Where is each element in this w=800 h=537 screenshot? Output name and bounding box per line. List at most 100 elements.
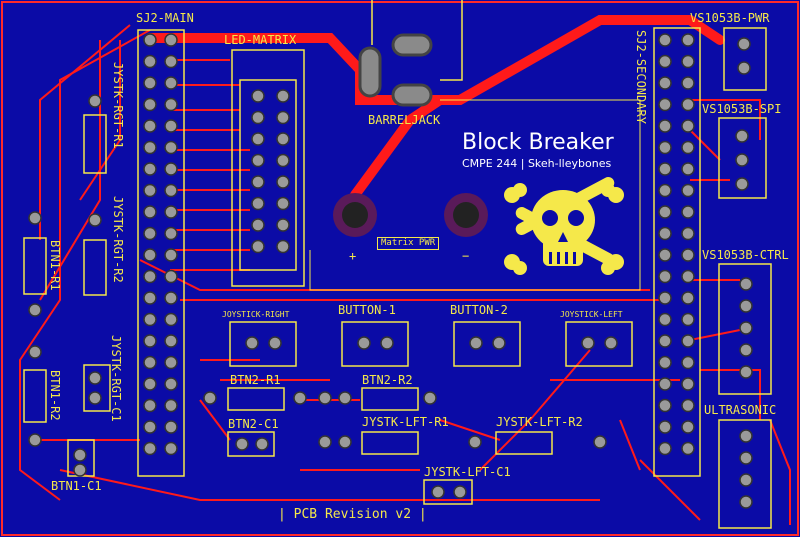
pad: [681, 441, 695, 456]
pad: [276, 218, 290, 232]
pad: [164, 441, 178, 456]
pad: [28, 303, 42, 317]
pad: [739, 299, 753, 313]
pad: [164, 377, 178, 391]
pad: [737, 37, 751, 51]
sj2-secondary-label: SJ2-SECONDARY: [634, 30, 648, 124]
pad: [431, 485, 445, 499]
pad: [251, 218, 265, 232]
pad: [143, 162, 157, 176]
pad: [143, 119, 157, 133]
joystick-left-label: JOYSTICK-LEFT: [560, 310, 623, 319]
pad: [164, 312, 178, 327]
pad: [739, 343, 753, 357]
pad: [143, 205, 157, 219]
pad: [73, 448, 87, 462]
pad: [681, 398, 695, 413]
pad: [681, 140, 695, 155]
btn2-r1-label: BTN2-R1: [230, 373, 281, 387]
pad: [658, 420, 672, 434]
pad: [681, 291, 695, 305]
pad: [164, 226, 178, 241]
pad: [88, 391, 102, 405]
pad: [658, 398, 672, 413]
pad: [681, 334, 695, 348]
sj2-main-header: [137, 29, 185, 477]
pad: [735, 177, 749, 191]
pad: [739, 429, 753, 443]
pad: [143, 76, 157, 90]
pad: [658, 291, 672, 305]
pad: [739, 495, 753, 509]
pad: [143, 291, 157, 305]
pad: [143, 97, 157, 112]
pad: [658, 97, 672, 112]
button-1-label: BUTTON-1: [338, 303, 396, 317]
pad: [681, 119, 695, 133]
vs-spi-box: [718, 117, 767, 199]
jystk-lft-c1-label: JYSTK-LFT-C1: [424, 465, 511, 479]
pad: [658, 355, 672, 370]
pad: [28, 211, 42, 225]
pad: [681, 162, 695, 176]
pad: [658, 140, 672, 155]
pad: [658, 377, 672, 391]
sj2-secondary-header: [653, 27, 701, 477]
pad: [143, 312, 157, 327]
pad: [164, 76, 178, 90]
vs-pwr-label: VS1053B-PWR: [690, 11, 770, 25]
joystick-right-label: JOYSTICK-RIGHT: [222, 310, 290, 319]
board-title: Block Breaker: [462, 130, 614, 155]
sj2-main-label: SJ2-MAIN: [136, 11, 194, 25]
plus-sign: +: [349, 249, 357, 263]
pad: [88, 94, 102, 108]
pad: [73, 463, 87, 477]
pad: [143, 398, 157, 413]
led-matrix-label: LED-MATRIX: [224, 33, 297, 47]
pad: [453, 485, 467, 499]
pad: [681, 226, 695, 241]
pad: [251, 175, 265, 189]
pad: [88, 213, 102, 227]
pad: [143, 54, 157, 69]
pad: [593, 435, 607, 449]
pad: [681, 377, 695, 391]
pad: [604, 336, 618, 350]
pad: [251, 132, 265, 146]
pad: [338, 435, 352, 449]
pad: [143, 355, 157, 370]
pad: [681, 205, 695, 219]
pad: [658, 334, 672, 348]
pad: [658, 248, 672, 262]
pad: [164, 420, 178, 434]
pad: [739, 321, 753, 335]
pad: [28, 433, 42, 447]
pad: [658, 162, 672, 176]
pad: [681, 76, 695, 90]
pad: [268, 336, 282, 350]
btn2-r2-label: BTN2-R2: [362, 373, 413, 387]
pad: [143, 269, 157, 284]
pad: [276, 196, 290, 211]
pad: [492, 336, 506, 350]
pad: [251, 153, 265, 168]
pad: [164, 140, 178, 155]
pad: [681, 54, 695, 69]
pad: [88, 371, 102, 385]
btn1-r2-label: BTN1-R2: [48, 370, 62, 421]
pad: [581, 336, 595, 350]
ultrasonic-box: [718, 419, 772, 529]
pad: [423, 391, 437, 405]
pad: [658, 183, 672, 198]
jystk-lft-r1-label: JYSTK-LFT-R1: [362, 415, 449, 429]
pad: [681, 420, 695, 434]
pad: [251, 196, 265, 211]
pad: [658, 76, 672, 90]
pad: [735, 129, 749, 143]
pad: [658, 312, 672, 327]
pad: [276, 153, 290, 168]
pad: [251, 110, 265, 125]
jystk-rgt-r1-label: JYSTK-RGT-R1: [111, 62, 125, 149]
